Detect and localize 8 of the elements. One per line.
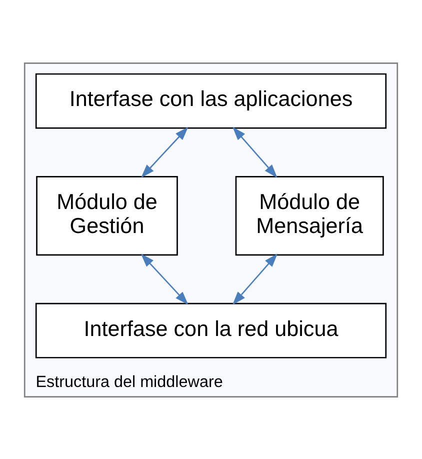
node-box: Interfase con la red ubicua (35, 302, 387, 358)
arrow (232, 253, 278, 304)
arrow (232, 126, 278, 178)
arrow (141, 126, 188, 178)
arrow (140, 253, 188, 304)
node-box: Módulo de Gestión (36, 175, 178, 256)
node-box: Interfase con las aplicaciones (35, 72, 387, 128)
node-box: Módulo de Mensajería (235, 175, 384, 256)
